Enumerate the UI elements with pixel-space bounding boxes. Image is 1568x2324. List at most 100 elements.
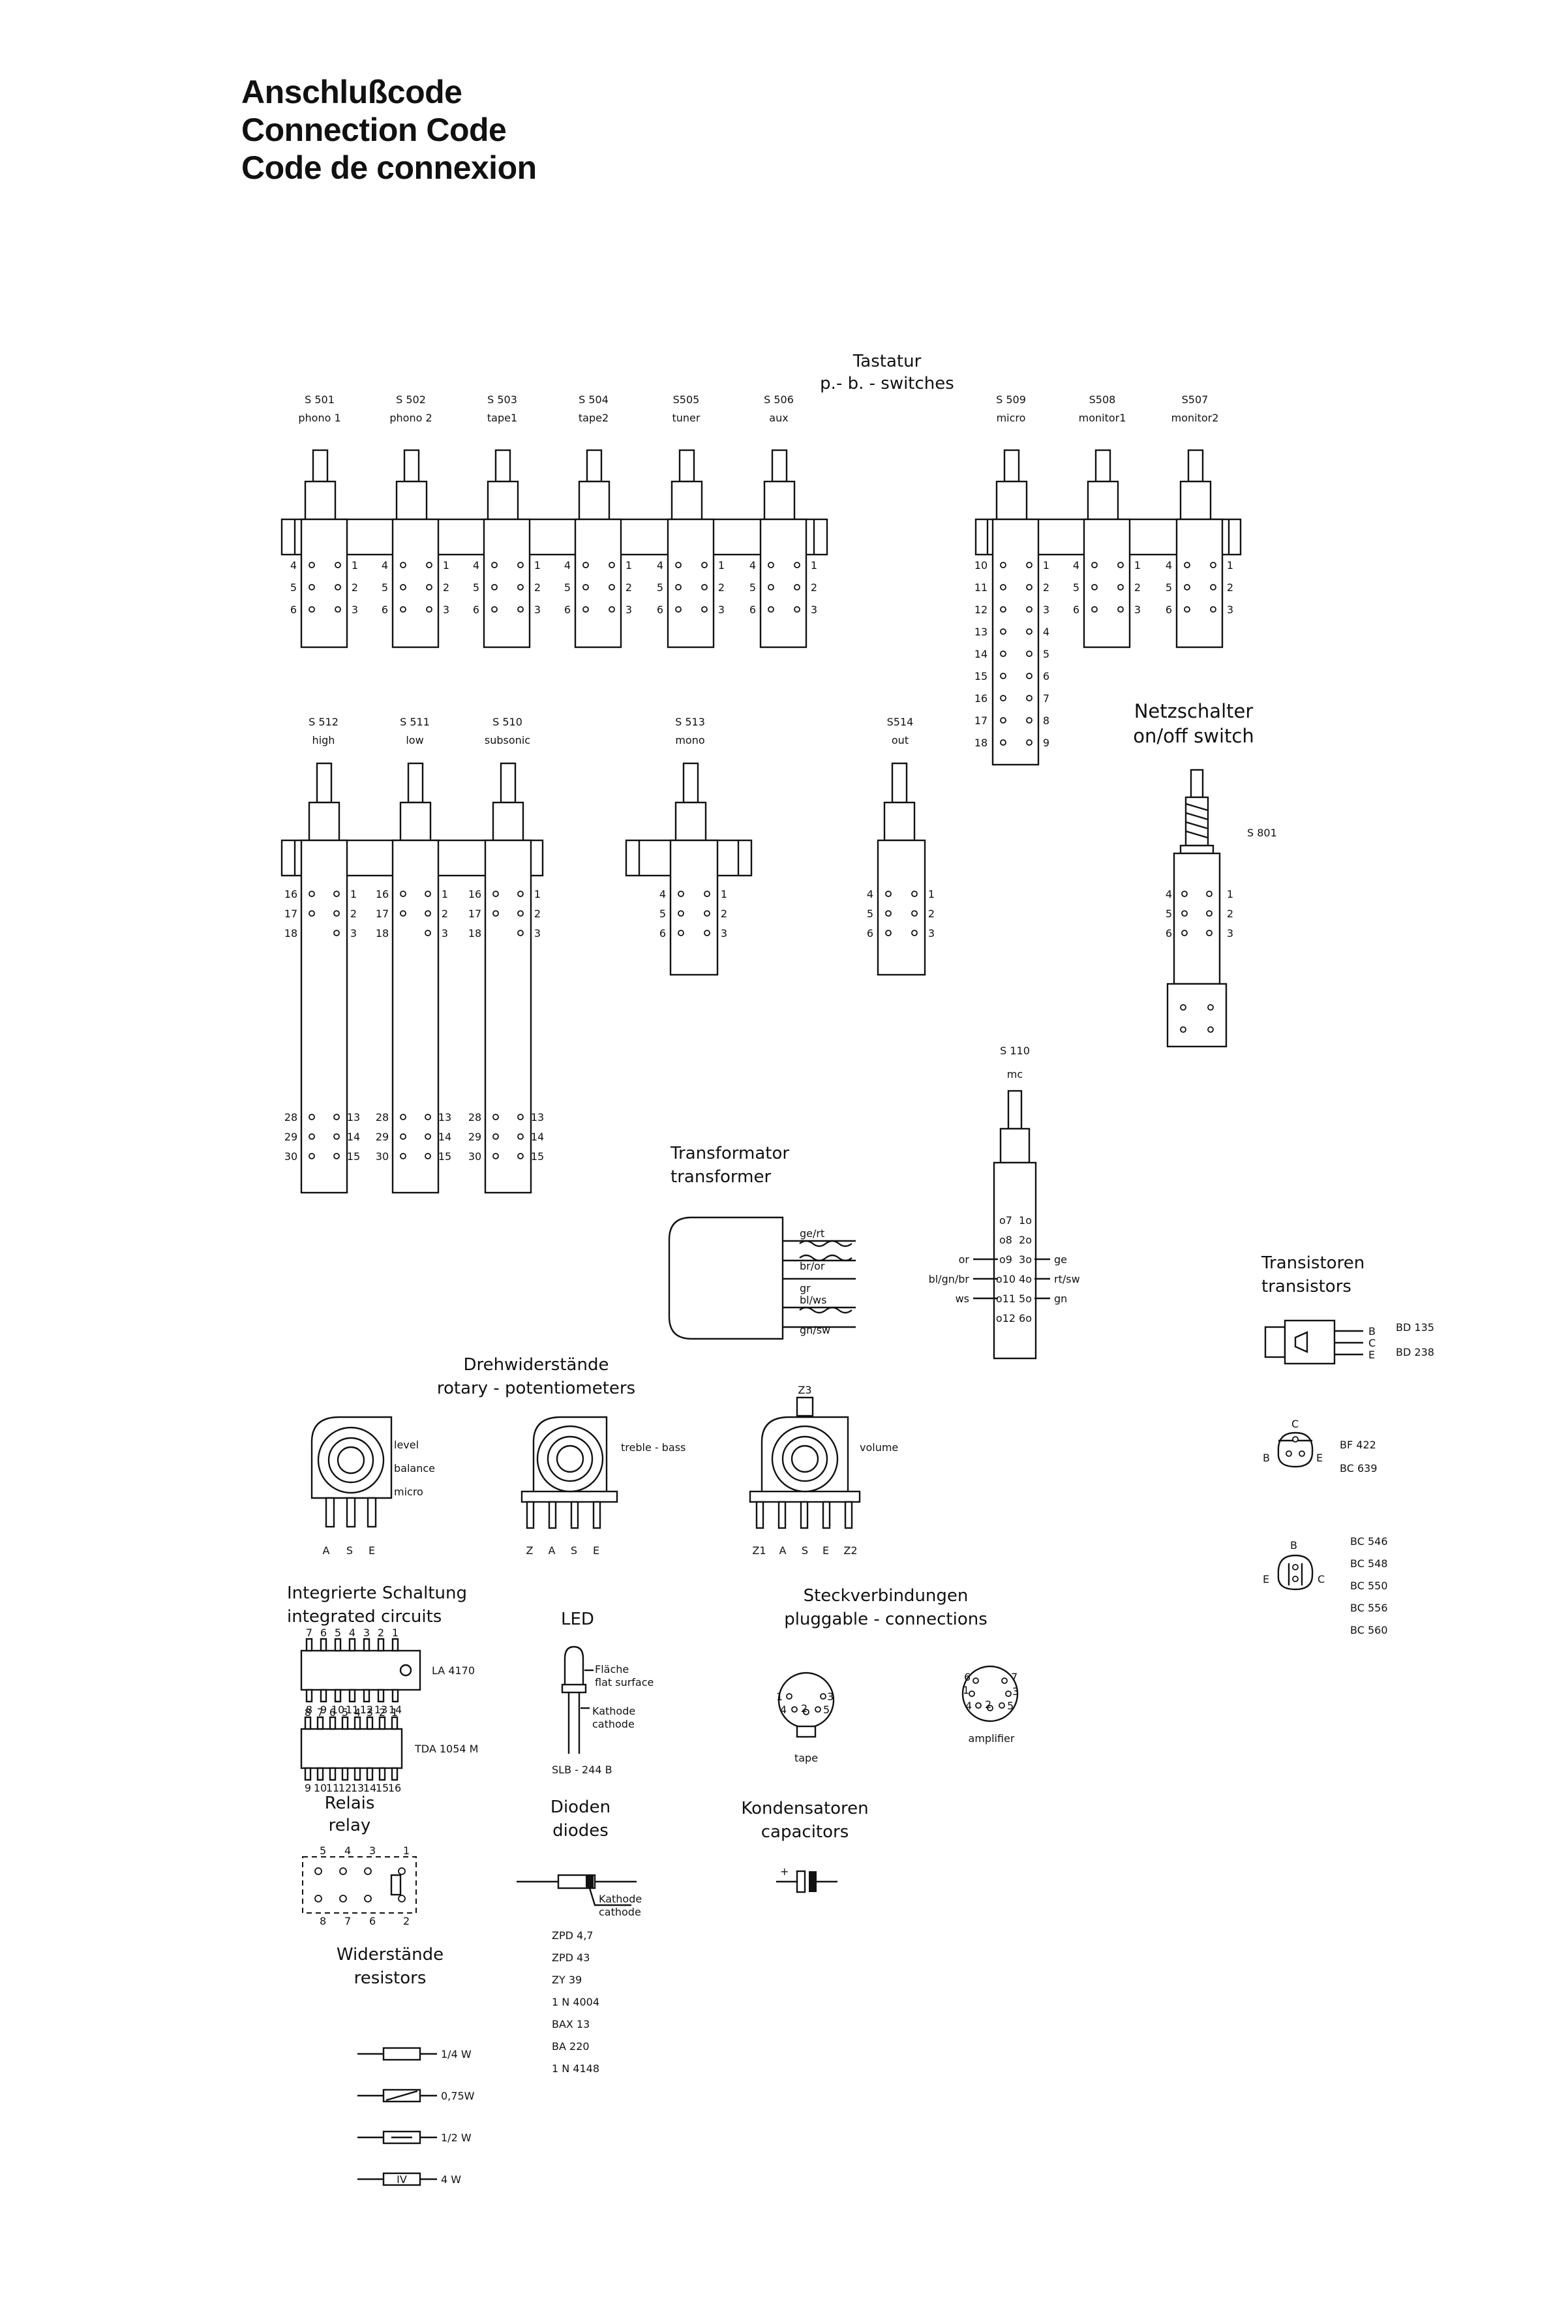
pin-label: 1 (928, 888, 935, 900)
plug-label: amplifier (969, 1732, 1015, 1745)
pin-label: 6 (964, 1671, 971, 1683)
pin-label: 13 (374, 1704, 387, 1716)
capacitors-sublabel: capacitors (761, 1822, 849, 1842)
led-note: flat surface (595, 1676, 654, 1689)
pin-label: 15 (974, 670, 988, 682)
transistors-label: Transistoren (1261, 1253, 1364, 1273)
pin-label: 10 (314, 1782, 327, 1794)
switch-name: tape1 (487, 412, 517, 424)
switch-id: S 801 (1247, 827, 1277, 839)
diode-type: 1 N 4004 (552, 1996, 599, 2008)
ic-la4170: LA 4170 (300, 1649, 475, 1691)
pin-label: 2 (1134, 581, 1141, 594)
pin-label: 5 (564, 581, 571, 594)
pin-label: C (1291, 1418, 1299, 1430)
switch-id: S 510 (492, 716, 522, 728)
pin-label: 13 (438, 1111, 451, 1124)
wire-label: gn (1054, 1292, 1067, 1305)
switch-name: low (406, 734, 423, 746)
pin-label: 4o (1019, 1273, 1032, 1285)
pin-label: 6 (659, 927, 666, 940)
switch-name: mc (1007, 1068, 1023, 1080)
switch-s506: S 506 aux 4 5 6 1 2 3 (749, 393, 817, 649)
switch-name: monitor2 (1171, 412, 1219, 424)
pin-label: 14 (438, 1131, 451, 1143)
diode-note: cathode (599, 1906, 641, 1918)
resistor-rating: 1/2 W (441, 2132, 472, 2144)
capacitors: Kondensatoren capacitors + (741, 1799, 869, 1893)
resistor-symbol: 1/4 W (357, 2047, 472, 2061)
pin-label: 7 (317, 1706, 324, 1719)
switch-id: S 110 (1000, 1045, 1030, 1057)
pot-label: volume (860, 1441, 898, 1454)
pin-label: 6 (657, 604, 663, 616)
pin-label: 15 (347, 1150, 360, 1163)
pin-label: 5 (749, 581, 756, 594)
pin-label: 3 (928, 927, 935, 940)
resistor-mark: IV (397, 2173, 407, 2186)
pin-label: C (1318, 1573, 1325, 1585)
pin-label: 2 (378, 1627, 384, 1639)
switch-id: S 501 (305, 393, 335, 406)
transistor-to126 (1284, 1319, 1336, 1365)
pin-label: E (1368, 1349, 1375, 1361)
switch-name: phono 1 (298, 412, 340, 424)
pin-label: 6 (382, 604, 388, 616)
pin-label: 10 (331, 1704, 344, 1716)
pin-label: 3 (367, 1706, 373, 1719)
pin-label: 4 (290, 559, 297, 572)
switch-s514: S514 out 4 5 6 1 2 3 (867, 716, 935, 976)
pin-label: 2 (1227, 581, 1233, 594)
pin-label: 4 (965, 1700, 972, 1712)
pin-label: S (571, 1544, 577, 1557)
pin-label: 1 (626, 559, 632, 572)
pin-label: 16 (284, 888, 297, 900)
title-line-de: Anschlußcode (241, 74, 462, 110)
switch-s513: S 513 mono 4 5 6 1 2 3 (625, 716, 753, 976)
switch-s507: S507 monitor2 4 5 6 1 2 3 (1166, 393, 1233, 649)
pin-label: 10 (974, 559, 988, 572)
ic-tda1054m: TDA 1054 M (300, 1728, 478, 1769)
pin-label: 14 (531, 1131, 544, 1143)
pin-label: 8 (306, 1704, 312, 1716)
pin-label: 5 (659, 908, 666, 920)
pin-label: 30 (468, 1150, 481, 1163)
potentiometers-label: Drehwiderstände (464, 1355, 609, 1375)
pin-label: o12 (996, 1312, 1016, 1324)
transistor-type: BC 550 (1350, 1580, 1388, 1592)
pin-label: C (1368, 1337, 1376, 1349)
pin-label: 4 (473, 559, 479, 572)
switch-id: S514 (887, 716, 914, 728)
pin-label: 1 (392, 1627, 399, 1639)
title-line-fr: Code de connexion (241, 149, 537, 186)
switch-id: S508 (1089, 393, 1116, 406)
switch-name: tuner (672, 412, 701, 424)
pin-label: 5 (657, 581, 663, 594)
potentiometers-sublabel: rotary - potentiometers (437, 1379, 635, 1398)
pin-label: 14 (363, 1782, 376, 1794)
pin-label: Z2 (843, 1544, 857, 1557)
pin-label: 1 (1134, 559, 1141, 572)
pin-label: 6 (329, 1706, 336, 1719)
pin-label: 1 (721, 888, 727, 900)
pin-label: 17 (376, 908, 389, 920)
pin-label: 4 (1043, 626, 1049, 638)
transformer-body (668, 1216, 784, 1340)
pin-label: 5 (1043, 648, 1049, 660)
led-note: cathode (592, 1718, 635, 1730)
resistors-sublabel: resistors (354, 1968, 427, 1988)
transistors: Transistoren transistors B C E BD 135 BD… (1261, 1253, 1434, 1636)
pin-label: Z3 (798, 1384, 811, 1396)
pin-label: 6 (1166, 927, 1172, 940)
pin-label: 3 (1043, 604, 1049, 616)
pin-label: 6 (320, 1627, 327, 1639)
pin-label: 1 (534, 888, 541, 900)
led-note: Kathode (592, 1705, 635, 1717)
pin-label: 28 (376, 1111, 389, 1124)
relay-label: Relais (325, 1794, 375, 1813)
